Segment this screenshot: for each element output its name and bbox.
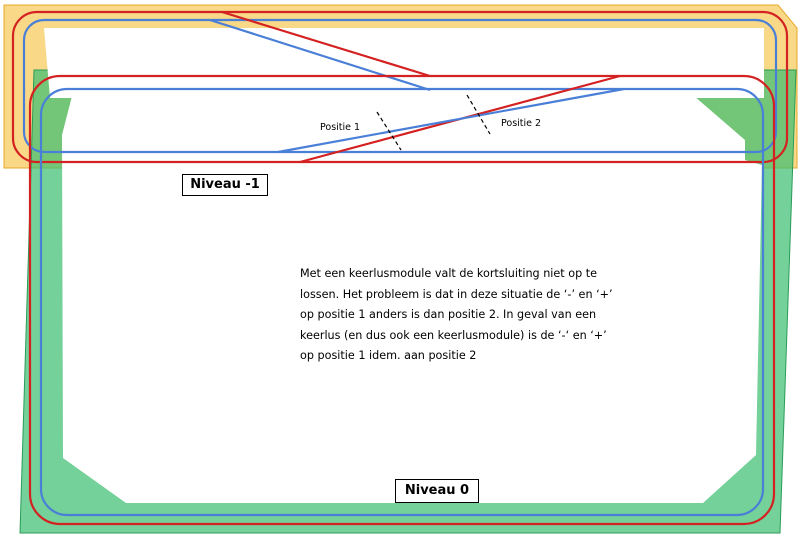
level-min1-inner-rail-blue [22, 18, 778, 154]
positie-2-label: Positie 2 [501, 118, 541, 129]
note-line: keerlus (en dus ook een keerlusmodule) i… [300, 328, 607, 342]
note-line: op positie 1 anders is dan positie 2. In… [300, 308, 597, 321]
note-line: lossen. Het probleem is dat in deze situ… [300, 287, 613, 301]
level-min1-diagonal-blue [209, 18, 431, 92]
note-line: Met een keerlusmodule valt de kortsluiti… [300, 267, 597, 280]
note-line: op positie 1 idem. aan positie 2 [300, 349, 477, 362]
positie-2-marker [466, 94, 491, 135]
level-min1-diagonal-red [221, 10, 431, 78]
level-min1-outer-rail-red [11, 10, 789, 164]
positie-1-label: Positie 1 [320, 122, 360, 133]
positie-1-marker [376, 111, 402, 151]
level-0-inner-area [62, 96, 762, 503]
level-min1-inner-area [44, 28, 764, 98]
level-0-inner-rail-blue [39, 87, 765, 517]
level-0-outer-rail-red [28, 74, 776, 526]
niveau-0-label: Niveau 0 [395, 479, 479, 503]
ramp-blue [277, 87, 625, 154]
explanation-note: Met een keerlusmodule valt de kortsluiti… [300, 264, 630, 367]
niveau-min1-label: Niveau -1 [182, 174, 268, 196]
